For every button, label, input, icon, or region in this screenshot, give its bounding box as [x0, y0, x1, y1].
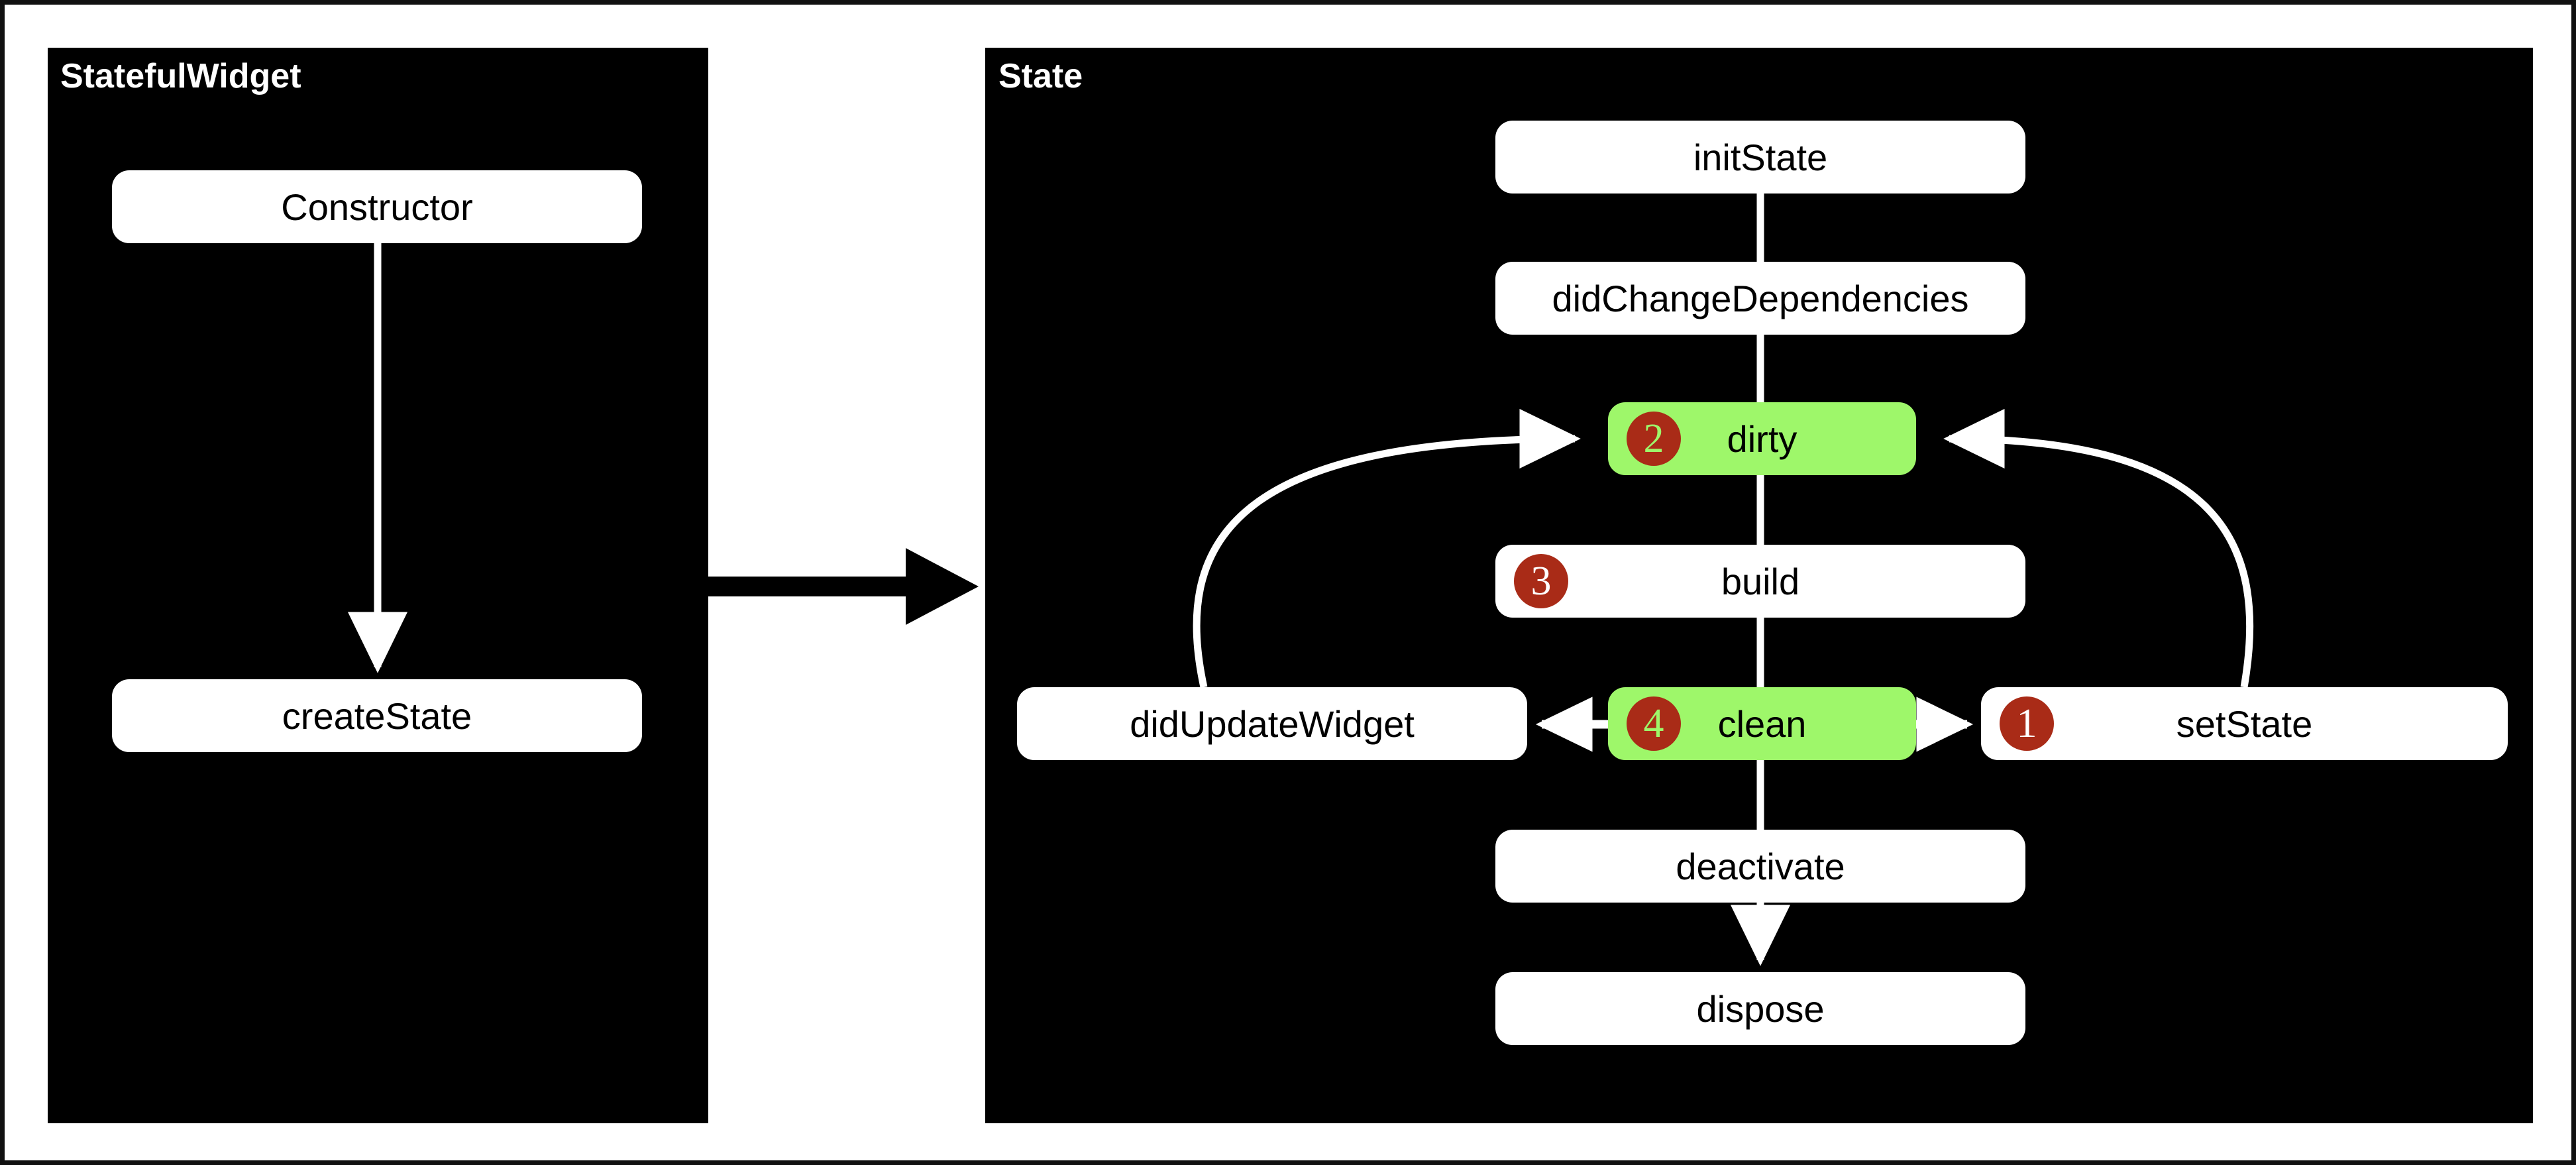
- edge-stateful-to-state: [706, 548, 979, 625]
- node-create-state-label: createState: [282, 694, 472, 737]
- node-constructor[interactable]: Constructor: [112, 170, 642, 243]
- node-build-label: build: [1721, 560, 1800, 602]
- node-init-state-label: initState: [1693, 136, 1828, 178]
- node-set-state[interactable]: 1 setState: [1981, 687, 2508, 760]
- node-deactivate-label: deactivate: [1676, 845, 1845, 887]
- node-clean[interactable]: 4 clean: [1608, 687, 1916, 760]
- node-did-update-widget[interactable]: didUpdateWidget: [1017, 687, 1527, 760]
- node-clean-label: clean: [1717, 702, 1807, 745]
- node-did-change-dependencies[interactable]: didChangeDependencies: [1495, 262, 2025, 335]
- node-set-state-label: setState: [2176, 702, 2313, 745]
- node-dispose-label: dispose: [1696, 987, 1825, 1030]
- node-init-state[interactable]: initState: [1495, 121, 2025, 194]
- node-did-update-widget-label: didUpdateWidget: [1130, 702, 1415, 745]
- node-build[interactable]: 3 build: [1495, 545, 2025, 618]
- badge-1: 1: [2000, 696, 2054, 751]
- node-did-change-dependencies-label: didChangeDependencies: [1552, 277, 1969, 319]
- panel-title-state: State: [998, 57, 1083, 95]
- node-dirty[interactable]: 2 dirty: [1608, 402, 1916, 475]
- node-create-state[interactable]: createState: [112, 679, 642, 752]
- node-constructor-label: Constructor: [281, 186, 473, 228]
- badge-3: 3: [1514, 554, 1568, 608]
- node-deactivate[interactable]: deactivate: [1495, 830, 2025, 903]
- node-dispose[interactable]: dispose: [1495, 972, 2025, 1045]
- node-dirty-label: dirty: [1727, 417, 1798, 460]
- panel-title-stateful-widget: StatefulWidget: [60, 57, 301, 95]
- badge-4: 4: [1627, 696, 1681, 751]
- badge-2: 2: [1627, 412, 1681, 466]
